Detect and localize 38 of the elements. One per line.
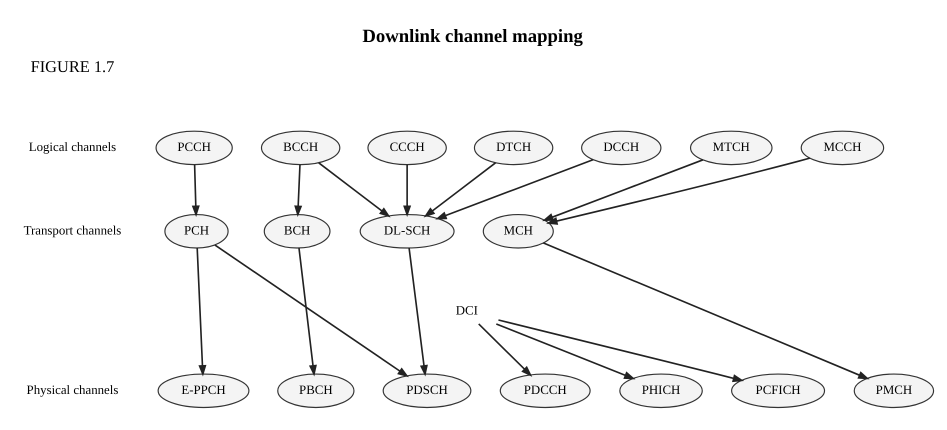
arrow xyxy=(496,322,636,379)
arrow xyxy=(542,158,704,221)
node-ellipse: PBCH xyxy=(277,372,355,408)
node-ellipse: PCH xyxy=(164,213,229,248)
node-ellipse: E-PPCH xyxy=(158,372,250,408)
node-ellipse: BCCH xyxy=(260,130,340,165)
node-ellipse: BCH xyxy=(264,213,331,248)
node-ellipse: PMCH xyxy=(854,372,934,408)
arrow xyxy=(498,318,744,382)
arrow xyxy=(478,322,532,376)
arrow xyxy=(424,162,496,218)
node-ellipse: PHICH xyxy=(619,372,703,408)
label: Logical channels xyxy=(28,140,116,154)
node-text: DCI xyxy=(456,302,478,317)
node-ellipse: DCCH xyxy=(581,130,662,165)
label: Physical channels xyxy=(26,382,118,397)
arrow xyxy=(403,164,412,217)
node-ellipse: MTCH xyxy=(690,130,773,165)
node-ellipse: CCCH xyxy=(367,130,447,165)
node-ellipse: PCCH xyxy=(155,130,233,165)
node-ellipse: PDSCH xyxy=(382,372,472,408)
label: FIGURE 1.7 xyxy=(30,56,114,76)
arrow xyxy=(298,248,317,376)
arrow xyxy=(294,164,302,217)
diagram-title: Downlink channel mapping xyxy=(362,26,583,47)
arrow xyxy=(318,162,391,218)
node-ellipse: MCCH xyxy=(800,130,884,165)
arrow xyxy=(408,248,428,376)
arrow xyxy=(542,242,870,379)
node-ellipse: DL-SCH xyxy=(360,213,455,248)
arrow xyxy=(435,158,594,219)
arrow xyxy=(192,164,200,217)
arrow xyxy=(546,156,810,224)
node-ellipse: PDCCH xyxy=(500,372,591,408)
arrow xyxy=(196,248,206,376)
label: Transport channels xyxy=(24,223,122,238)
node-ellipse: DTCH xyxy=(474,130,554,165)
arrow xyxy=(214,244,409,377)
